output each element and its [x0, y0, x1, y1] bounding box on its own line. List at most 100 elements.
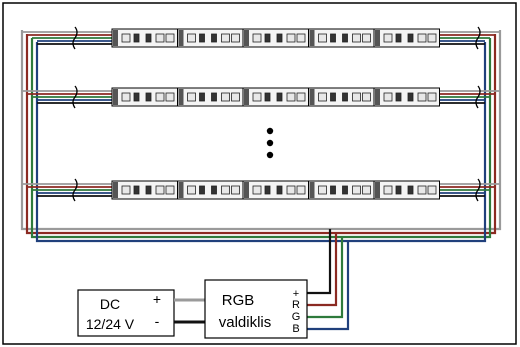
led-chip-3-5-4	[417, 185, 427, 195]
led-chip-1-2-2	[199, 33, 205, 43]
led-chip-3-5-1	[383, 185, 393, 195]
led-chip-1-1-4	[155, 33, 165, 43]
led-chip-1-3-5	[296, 33, 306, 43]
led-pad-3-3	[244, 182, 249, 198]
led-chip-1-2-5	[231, 33, 240, 43]
led-chip-2-4-4	[352, 92, 361, 102]
led-chip-3-5-2	[395, 185, 402, 195]
controller-wire-red	[307, 233, 338, 307]
led-segment-3-1	[111, 180, 178, 200]
led-chip-1-3-3	[276, 33, 283, 43]
led-chip-2-2-5	[231, 92, 240, 102]
led-pad-1-2	[178, 30, 184, 46]
led-chip-3-3-1	[252, 185, 262, 195]
led-pad-1-3	[244, 30, 249, 46]
led-chip-2-3-1	[252, 92, 262, 102]
power-supply-label-2: 12/24 V	[86, 316, 135, 332]
power-wires	[174, 298, 205, 324]
led-strip-row-3	[22, 178, 500, 202]
led-chip-1-4-2	[330, 33, 336, 43]
led-chip-3-5-3	[407, 185, 414, 195]
led-segment-1-4	[308, 28, 375, 48]
led-chip-1-5-4	[417, 33, 427, 43]
led-chip-3-1-4	[155, 185, 165, 195]
led-segment-2-3	[242, 87, 309, 107]
led-segment-3-4	[308, 180, 375, 200]
ellipsis-dots	[266, 127, 274, 159]
cut-mark-3-2	[475, 178, 481, 202]
wire-bundle	[20, 30, 502, 243]
led-pad-2-2	[178, 89, 184, 105]
led-chip-2-5-2	[395, 92, 402, 102]
led-pad-2-3	[244, 89, 249, 105]
led-chip-3-4-5	[362, 185, 371, 195]
led-chip-2-5-5	[427, 92, 437, 102]
cut-mark-2-2	[475, 85, 481, 109]
led-chip-1-1-5	[165, 33, 175, 43]
led-chip-2-4-3	[342, 92, 348, 102]
cut-mark-1-1	[72, 26, 78, 50]
led-chip-1-5-2	[395, 33, 402, 43]
led-segment-2-4	[308, 87, 375, 107]
controller-wire-blue	[307, 241, 350, 331]
led-segment-body-2-5	[373, 87, 440, 107]
controller-pin-plus: +	[293, 288, 299, 300]
led-chip-3-2-3	[211, 185, 217, 195]
led-chip-2-4-2	[330, 92, 336, 102]
led-chip-2-2-1	[187, 92, 196, 102]
led-chip-2-1-3	[145, 92, 152, 102]
wire-bundle-green	[30, 38, 492, 239]
led-segment-3-5	[373, 180, 440, 200]
rgb-controller: RGB valdiklis + R G B	[204, 279, 308, 339]
led-chip-3-4-4	[352, 185, 361, 195]
led-chip-2-1-1	[121, 92, 131, 102]
cut-mark-3-1	[72, 178, 78, 202]
led-segment-2-5	[373, 87, 440, 107]
led-chip-2-2-2	[199, 92, 205, 102]
led-chip-2-3-2	[264, 92, 271, 102]
led-chip-1-3-4	[286, 33, 296, 43]
led-chip-1-2-3	[211, 33, 217, 43]
led-chip-3-1-2	[133, 185, 140, 195]
wire-bundle-red	[25, 34, 497, 235]
power-plus-sign: +	[153, 291, 161, 307]
led-chip-3-3-5	[296, 185, 306, 195]
led-chip-3-4-2	[330, 185, 336, 195]
led-pad-3-5	[375, 182, 380, 198]
led-chip-2-5-3	[407, 92, 414, 102]
led-chip-2-3-4	[286, 92, 296, 102]
led-segment-body-1-5	[373, 28, 440, 48]
outer-frame	[2, 2, 517, 345]
wire-bundle-white	[20, 30, 502, 231]
led-chip-2-4-5	[362, 92, 371, 102]
power-supply-label-1: DC	[100, 296, 120, 312]
power-supply-box	[77, 289, 175, 337]
cut-mark-2-1	[72, 85, 78, 109]
cut-mark-1-2	[475, 26, 481, 50]
led-pad-2-5	[375, 89, 380, 105]
controller-label-2: valdiklis	[219, 314, 272, 331]
led-chip-1-4-3	[342, 33, 348, 43]
led-chip-3-1-1	[121, 185, 131, 195]
led-chip-2-4-1	[318, 92, 327, 102]
led-segment-1-1	[111, 28, 178, 48]
led-segment-1-5	[373, 28, 440, 48]
led-chip-3-1-3	[145, 185, 152, 195]
led-pad-3-2	[178, 182, 184, 198]
led-segment-2-1	[111, 87, 178, 107]
led-chip-2-2-4	[221, 92, 230, 102]
led-chip-3-3-2	[264, 185, 271, 195]
led-segment-2-2	[177, 87, 244, 107]
led-chip-2-3-3	[276, 92, 283, 102]
led-chip-3-2-5	[231, 185, 240, 195]
led-chip-2-5-1	[383, 92, 393, 102]
led-chip-1-3-2	[264, 33, 271, 43]
led-chip-1-4-4	[352, 33, 361, 43]
led-pad-1-4	[309, 30, 315, 46]
led-strip-row-1	[22, 26, 500, 50]
power-supply: DC 12/24 V + -	[77, 289, 175, 337]
led-chip-1-2-1	[187, 33, 196, 43]
led-chip-1-5-1	[383, 33, 393, 43]
